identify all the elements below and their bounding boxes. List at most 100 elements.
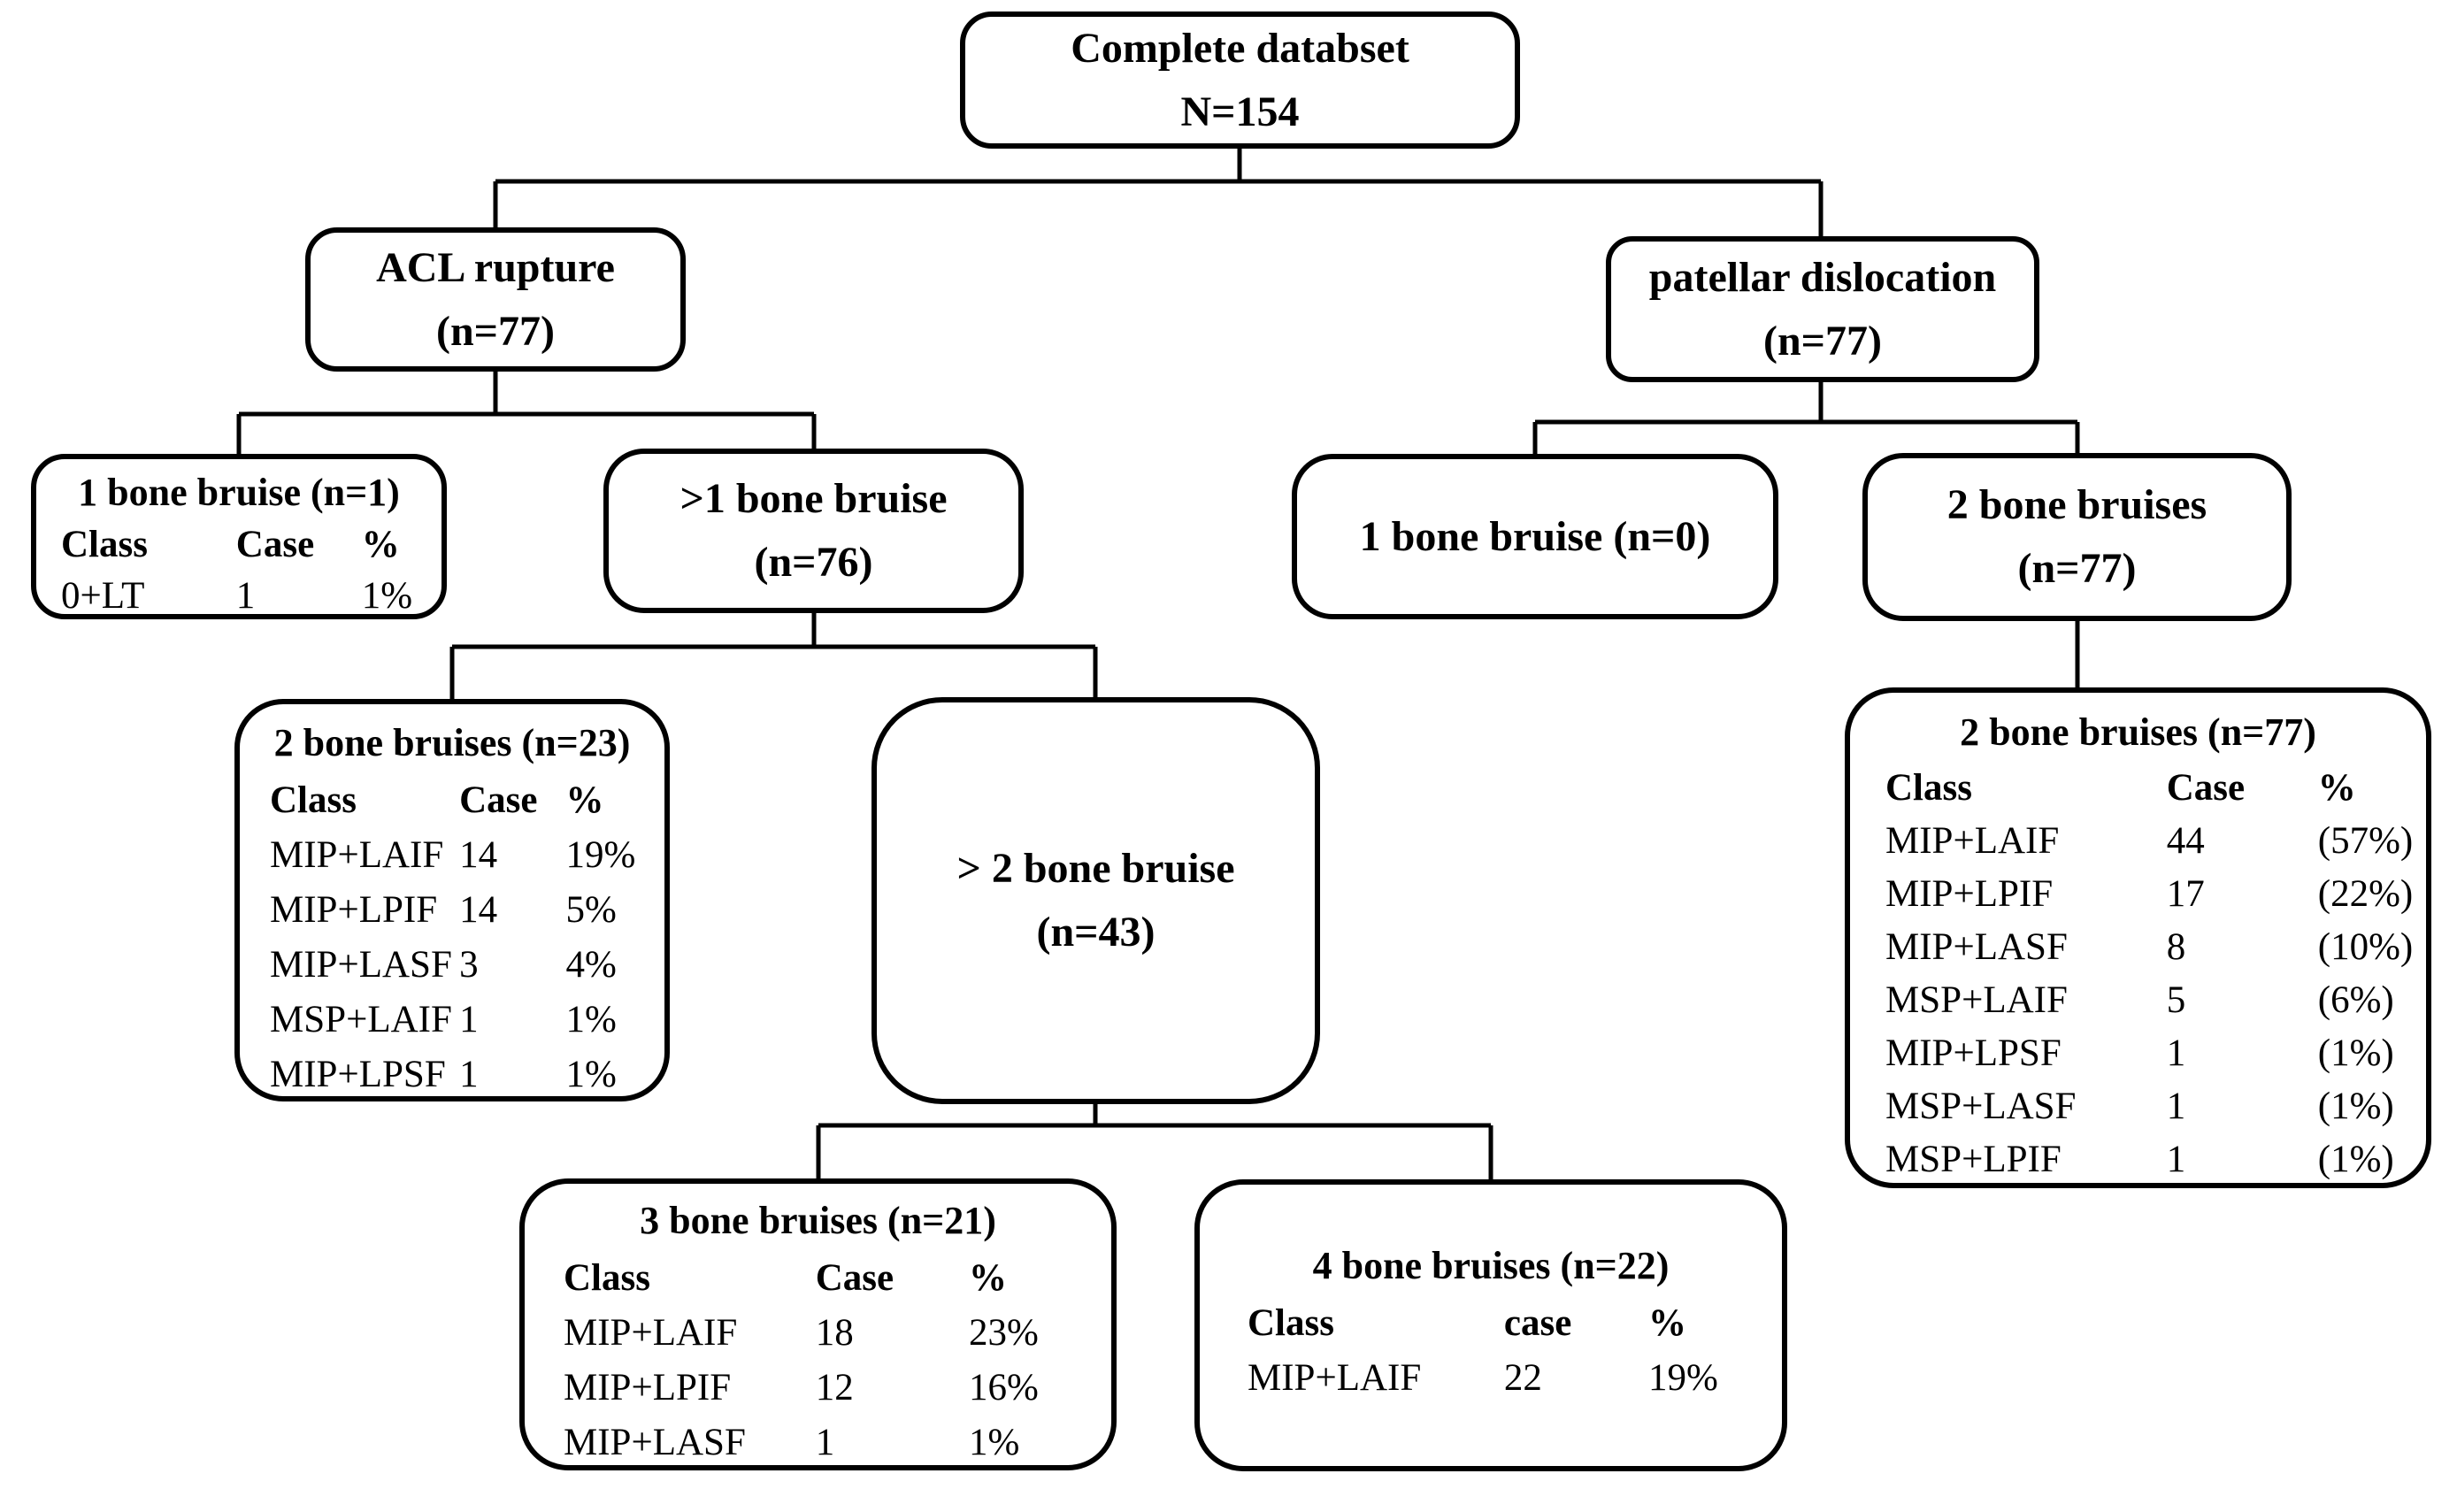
col-header: % (361, 524, 400, 565)
node-subtitle: (n=43) (1036, 909, 1156, 956)
node-title: > 2 bone bruise (956, 845, 1235, 892)
table: Class Case % 0+LT 1 1% (36, 518, 441, 622)
cell: 1 (2166, 1086, 2186, 1127)
cell: 1 (2166, 1032, 2186, 1074)
cell: 18 (815, 1312, 854, 1354)
cell: MIP+LASF (270, 944, 452, 986)
col-header: % (2317, 767, 2356, 809)
cell: MIP+LAIF (1885, 820, 2060, 862)
connector-acl-to-children (236, 372, 817, 454)
node-gt2-bone-bruise: > 2 bone bruise (n=43) (871, 697, 1320, 1104)
cell: 16% (969, 1367, 1039, 1408)
cell: MIP+LAIF (270, 834, 444, 876)
connector-root-to-level2 (493, 149, 1824, 236)
cell: 1 (235, 575, 256, 617)
col-header: Class (270, 779, 357, 821)
connector-gt2bb-to-children (816, 1104, 1493, 1179)
cell: 1 (815, 1422, 835, 1463)
cell: 1 (459, 1054, 479, 1095)
cell: (6%) (2317, 979, 2394, 1021)
node-subtitle: N=154 (1180, 88, 1300, 135)
cell: (1%) (2317, 1139, 2394, 1180)
node-title: patellar dislocation (1648, 253, 1997, 301)
node-subtitle: (n=77) (1762, 317, 1882, 365)
node-title: ACL rupture (376, 243, 615, 291)
col-header: Case (2166, 767, 2246, 809)
cell: MIP+LAIF (564, 1312, 738, 1354)
cell: (10%) (2317, 926, 2414, 968)
node-subtitle: (n=77) (2017, 545, 2137, 592)
cell: MIP+LASF (564, 1422, 746, 1463)
cell: 44 (2166, 820, 2205, 862)
cell: MIP+LPSF (1885, 1032, 2062, 1074)
connector-gt1bb-to-children (449, 613, 1098, 699)
cell: MIP+LAIF (1248, 1357, 1422, 1399)
cell: 5% (565, 889, 617, 931)
cell: 12 (815, 1367, 854, 1408)
col-header: Case (815, 1257, 895, 1299)
cell: 1 (459, 999, 479, 1040)
node-1-bone-bruise-n0: 1 bone bruise (n=0) (1292, 454, 1778, 619)
col-header: case (1503, 1302, 1572, 1344)
connector-patellar-to-children (1532, 382, 2080, 454)
table: Class Case % MIP+LAIF 44 (57%) MIP+LPIF … (1850, 758, 2426, 1186)
cell: 0+LT (61, 575, 145, 617)
col-header: % (1647, 1302, 1686, 1344)
node-4-bone-bruises-n22: 4 bone bruises (n=22) Class case % MIP+L… (1194, 1179, 1787, 1471)
node-title: >1 bone bruise (680, 475, 948, 522)
node-acl-rupture: ACL rupture (n=77) (305, 227, 686, 372)
node-title: 2 bone bruises (1946, 481, 2207, 528)
cell: 19% (1647, 1357, 1718, 1399)
cell: 17 (2166, 873, 2205, 915)
cell: (1%) (2317, 1032, 2394, 1074)
col-header: % (565, 779, 604, 821)
cell: MSP+LASF (1885, 1086, 2077, 1127)
cell: MSP+LAIF (1885, 979, 2068, 1021)
cell: 1% (565, 1054, 617, 1095)
node-2-bone-bruises-n23: 2 bone bruises (n=23) Class Case % MIP+L… (234, 699, 670, 1101)
cell: 23% (969, 1312, 1039, 1354)
col-header: Class (1885, 767, 1972, 809)
node-subtitle: (n=77) (435, 307, 555, 355)
col-header: % (969, 1257, 1008, 1299)
node-2-bone-bruises-n77-table: 2 bone bruises (n=77) Class Case % MIP+L… (1845, 687, 2431, 1188)
node-complete-dataset: Complete databset N=154 (960, 12, 1520, 149)
table: Class Case % MIP+LAIF 18 23% MIP+LPIF 12… (525, 1247, 1111, 1470)
cell: 3 (459, 944, 479, 986)
cell: 14 (459, 834, 498, 876)
node-subtitle: (n=76) (754, 539, 873, 586)
cell: 14 (459, 889, 498, 931)
cell: MIP+LPIF (270, 889, 438, 931)
col-header: Case (459, 779, 538, 821)
cell: MIP+LPIF (564, 1367, 732, 1408)
node-title: Complete databset (1071, 24, 1409, 72)
col-header: Class (564, 1257, 650, 1299)
node-patellar-dislocation: patellar dislocation (n=77) (1606, 236, 2039, 382)
table: Class Case % MIP+LAIF 14 19% MIP+LPIF 14… (240, 770, 664, 1102)
node-gt1-bone-bruise: >1 bone bruise (n=76) (603, 449, 1024, 613)
col-header: Class (61, 524, 148, 565)
cell: (57%) (2317, 820, 2414, 862)
cell: MIP+LASF (1885, 926, 2068, 968)
col-header: Case (235, 524, 315, 565)
cell: MSP+LPIF (1885, 1139, 2062, 1180)
cell: 22 (1503, 1357, 1542, 1399)
node-2-bone-bruises-n77: 2 bone bruises (n=77) (1862, 453, 2292, 621)
cell: 8 (2166, 926, 2186, 968)
table-title: 4 bone bruises (n=22) (1312, 1244, 1670, 1287)
cell: 1% (361, 575, 413, 617)
cell: MIP+LPIF (1885, 873, 2054, 915)
cell: MSP+LAIF (270, 999, 452, 1040)
col-header: Class (1248, 1302, 1334, 1344)
cell: 1% (565, 999, 617, 1040)
table-title: 3 bone bruises (n=21) (640, 1199, 996, 1242)
cell: 4% (565, 944, 617, 986)
node-1-bone-bruise-n1: 1 bone bruise (n=1) Class Case % 0+LT 1 … (31, 454, 447, 619)
table-title: 1 bone bruise (n=1) (78, 471, 400, 514)
node-3-bone-bruises-n21: 3 bone bruises (n=21) Class Case % MIP+L… (519, 1178, 1117, 1470)
cell: 1% (969, 1422, 1020, 1463)
node-title: 1 bone bruise (n=0) (1359, 512, 1711, 560)
cell: MIP+LPSF (270, 1054, 446, 1095)
